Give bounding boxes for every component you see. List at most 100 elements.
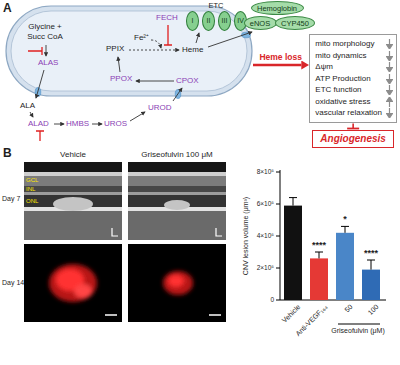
column-title: Griseofulvin 100 μM	[141, 150, 212, 160]
bar	[310, 258, 328, 300]
text-holder: Fe²⁺	[134, 33, 149, 43]
group-label: Griseofulvin (μM)	[331, 327, 384, 335]
tick-label: 8×10⁵	[257, 168, 274, 176]
tick-label: 4×10⁵	[257, 232, 274, 240]
lesion-stain	[163, 271, 193, 295]
fluorescence-image	[24, 244, 122, 322]
bar-chart	[276, 170, 386, 324]
axis-ticks	[276, 172, 280, 300]
text-holder: Glycine + Succ CoA	[20, 22, 70, 42]
oct-scan	[128, 162, 226, 240]
edge-label: Heme loss	[259, 52, 302, 62]
heme-protein: CYP450	[275, 16, 315, 30]
text-holder: I	[192, 17, 194, 25]
reaction-arrow	[46, 45, 47, 56]
enzyme-label: HMBS	[66, 119, 89, 129]
pathway-arrows	[30, 32, 252, 124]
image-ground	[24, 244, 122, 322]
lesion-stain	[49, 264, 97, 302]
enzyme-label: PPOX	[110, 74, 132, 83]
stain-blob	[74, 284, 92, 298]
decrease-arrow	[386, 108, 393, 118]
protein-name: eNOS	[250, 19, 270, 28]
retina-layer	[128, 186, 226, 192]
arrow-glyph	[387, 74, 393, 84]
oct-scan	[24, 162, 122, 240]
panel-letter: B	[3, 146, 12, 160]
choroid-layer	[128, 211, 226, 240]
scan-ground	[24, 162, 122, 240]
scale-bar	[209, 314, 221, 316]
reaction-arrow	[129, 50, 179, 51]
outcome-box: Angiogenesis	[312, 130, 394, 148]
outcome-text: Angiogenesis	[320, 133, 386, 144]
choroid-layer	[24, 211, 122, 240]
axis-title: CNV lesion volume (μm³)	[242, 197, 250, 275]
retina-layer	[128, 192, 226, 195]
scale-bar	[105, 314, 117, 316]
text-holder: CYP450	[281, 19, 309, 28]
retina-layer	[24, 186, 122, 192]
effect-item: mito morphology	[315, 39, 374, 48]
heme-arrow	[208, 32, 252, 47]
row-title: Day 7	[2, 195, 20, 203]
effect-item: ATP Production	[315, 74, 370, 83]
significance-mark: *	[343, 214, 347, 225]
reaction-arrow	[136, 81, 174, 82]
arrow-glyph	[387, 108, 393, 118]
iron-arrow	[151, 40, 161, 48]
text-holder: vascular relaxation	[315, 107, 382, 119]
etc-complex: I	[186, 11, 199, 31]
tick-label: 6×10⁵	[257, 200, 274, 208]
text-holder: FECH	[156, 13, 178, 23]
reaction-arrow	[173, 88, 182, 101]
column-title: Vehicle	[60, 150, 86, 160]
text-holder: oxidative stress	[315, 96, 382, 108]
chart-axis	[280, 170, 386, 300]
complex-number: IV	[237, 17, 244, 24]
enzyme-label: FECH	[156, 13, 178, 22]
cnv-lesion	[164, 200, 190, 210]
text-holder: ATP Production	[315, 73, 382, 85]
metabolite-label: Heme	[182, 45, 203, 54]
bar	[362, 270, 380, 300]
fluorescence-image	[128, 244, 226, 322]
text-holder: CPOX	[176, 76, 199, 86]
arrow-glyph	[387, 62, 393, 72]
text-holder: PPIX	[106, 44, 124, 54]
retina-layer	[128, 176, 226, 186]
text-holder: III	[222, 17, 228, 25]
complex-number: I	[192, 17, 194, 24]
enzyme-label: ALAD	[28, 119, 49, 129]
inner-membrane	[11, 11, 247, 91]
stain-blob	[168, 275, 184, 287]
decrease-arrow	[386, 85, 393, 95]
heme-protein: eNOS	[244, 16, 277, 30]
protein-name: CYP450	[281, 19, 309, 28]
outer-membrane	[6, 6, 252, 96]
tick-label: 0	[270, 296, 274, 304]
complex-number: II	[207, 17, 211, 24]
text-holder: II	[207, 17, 211, 25]
arrow-glyph	[387, 97, 393, 107]
retina-layer	[24, 176, 122, 186]
reaction-arrow	[118, 57, 120, 72]
inhibition-marks	[28, 25, 172, 141]
decrease-arrow	[386, 39, 393, 49]
protein-name: Hemoglobin	[257, 4, 297, 13]
effect-item: vascular relaxation	[315, 108, 382, 117]
metabolite-label: ALA	[20, 101, 35, 111]
text-holder: PPOX	[110, 74, 132, 84]
text-holder: IV	[237, 17, 244, 25]
cnv-lesion	[53, 197, 93, 211]
reaction-arrow	[36, 70, 44, 98]
panel-letter: A	[3, 1, 12, 15]
effect-item: oxidative stress	[315, 97, 370, 106]
layer-label: ONL	[26, 198, 38, 205]
heme-protein: Hemoglobin	[251, 1, 304, 15]
retina-layer	[24, 192, 122, 195]
enzyme-label: UROD	[148, 103, 172, 113]
etc-complex: III	[218, 11, 231, 31]
effect-item: Δψm	[315, 62, 333, 71]
